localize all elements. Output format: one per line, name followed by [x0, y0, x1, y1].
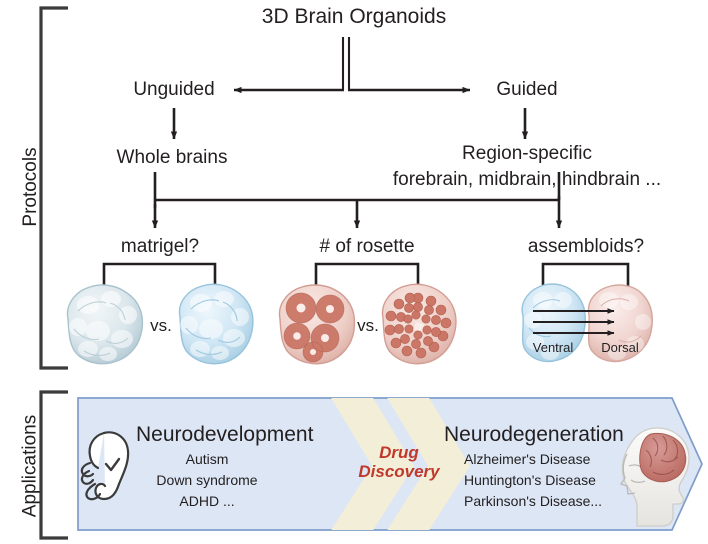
drug-discovery-line2: Discovery — [358, 462, 440, 482]
pair-bracket-matrigel — [102, 262, 217, 290]
pair-bracket-rosette — [314, 262, 420, 290]
app-item-down-syndrome: Down syndrome — [156, 472, 258, 488]
comparator-matrigel: vs. — [150, 316, 172, 335]
node-guided: Guided — [496, 79, 558, 100]
question-matrigel: matrigel? — [120, 236, 200, 257]
root-title: 3D Brain Organoids — [261, 5, 447, 28]
section-label-protocols: Protocols — [20, 147, 41, 227]
organoid-pale-blue — [66, 284, 144, 365]
app-item-huntingtons: Huntington's Disease — [464, 472, 596, 488]
head-brain-icon — [619, 427, 690, 527]
app-heading-neurodegeneration: Neurodegeneration — [444, 423, 624, 446]
drug-discovery-chevrons — [330, 398, 470, 530]
node-whole-brains: Whole brains — [116, 147, 228, 168]
question-assembloids: assembloids? — [527, 236, 645, 257]
node-region-specific: Region-specific — [462, 143, 592, 164]
question-rosette: # of rosette — [319, 236, 415, 257]
node-unguided: Unguided — [133, 79, 215, 100]
brain-shape — [639, 432, 687, 483]
label-ventral: Ventral — [532, 340, 574, 355]
comparator-rosette: vs. — [357, 316, 379, 335]
question-connector — [151, 172, 563, 229]
bracket-applications — [39, 390, 68, 540]
organoid-blue — [178, 283, 254, 365]
organoid-single-rosette — [381, 283, 457, 365]
pair-bracket-assembloids — [541, 262, 630, 290]
drug-discovery-label: Drug Discovery — [344, 443, 454, 481]
organoid-multi-rosette — [278, 284, 356, 365]
section-label-applications: Applications — [19, 414, 41, 518]
drug-discovery-line1: Drug — [379, 443, 419, 462]
app-item-alzheimers: Alzheimer's Disease — [464, 451, 591, 467]
bracket-protocols — [39, 6, 68, 370]
fetus-icon — [80, 431, 130, 501]
app-heading-neurodevelopment: Neurodevelopment — [136, 423, 314, 446]
app-item-adhd: ADHD ... — [179, 493, 235, 509]
app-item-parkinsons: Parkinson's Disease... — [464, 493, 603, 509]
root-stem — [341, 37, 351, 90]
label-dorsal: Dorsal — [601, 340, 639, 355]
node-region-list: forebrain, midbrain, hindbrain ... — [392, 169, 662, 190]
assembloid-transfer-arrows — [533, 308, 615, 336]
organoid-dorsal — [587, 284, 653, 363]
app-item-autism: Autism — [185, 451, 229, 467]
applications-banner — [77, 397, 703, 531]
